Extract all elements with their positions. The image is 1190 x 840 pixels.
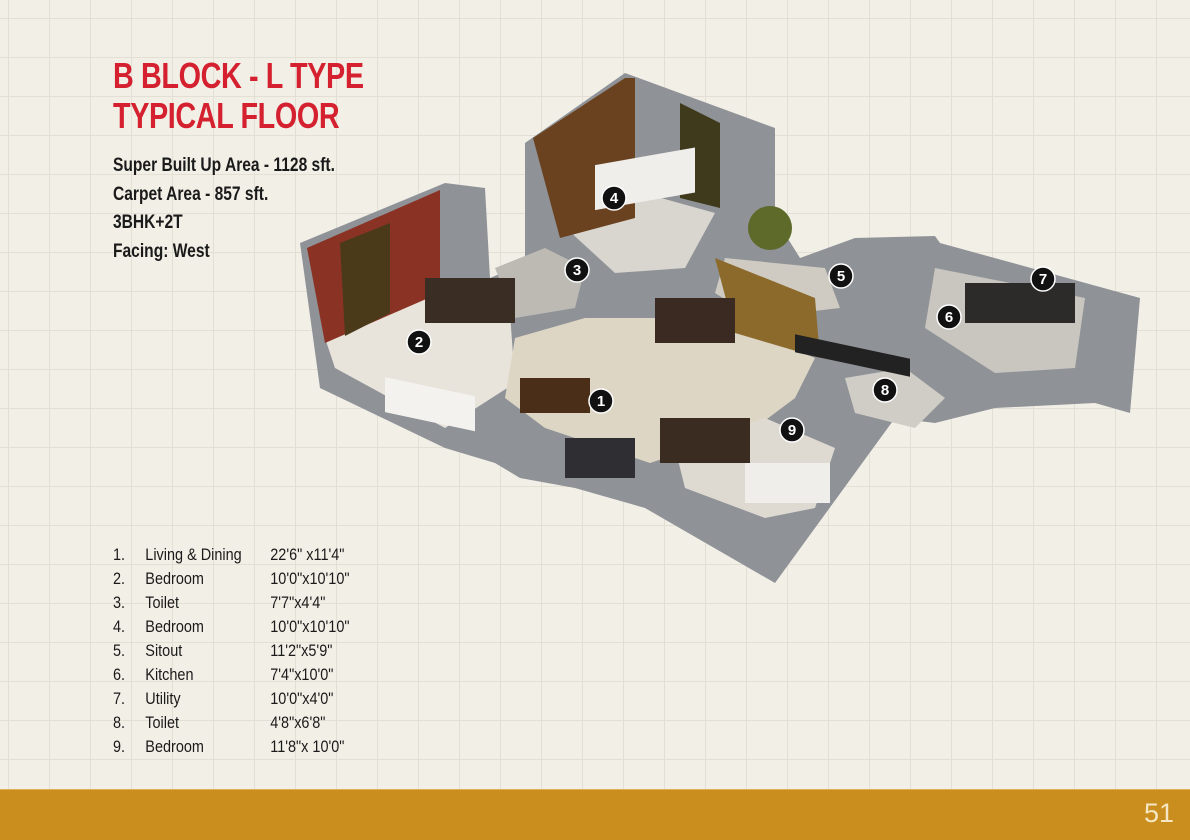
super-built-up-area: Super Built Up Area - 1128 sft.: [113, 155, 335, 176]
marker-label-8: 8: [881, 382, 889, 399]
footer-band: 51: [0, 789, 1190, 840]
carpet-area: Carpet Area - 857 sft.: [113, 183, 269, 205]
room-size: 10'0"x10'10": [270, 569, 350, 588]
room-name: Bedroom: [145, 617, 204, 636]
marker-label-3: 3: [573, 262, 581, 279]
marker-label-5: 5: [837, 268, 845, 285]
room-name: Toilet: [145, 593, 180, 612]
page-number: 51: [1143, 798, 1174, 828]
floor-plan-3d: 1 2 3 4 5 6 7 8 9: [300, 73, 1140, 583]
marker-1: [588, 388, 614, 414]
marker-label-7: 7: [1039, 271, 1047, 288]
marker-label-1: 1: [597, 393, 605, 410]
page-title: B BLOCK - L TYPE TYPICAL FLOOR: [113, 56, 364, 136]
room-name: Toilet: [145, 713, 180, 732]
room-number: 6.: [113, 665, 126, 684]
room-number: 1.: [113, 545, 126, 564]
dresser-2: [425, 278, 515, 323]
configuration: 3BHK+2T: [113, 212, 183, 233]
room-size: 7'4"x10'0": [270, 665, 334, 684]
room-size: 4'8"x6'8": [270, 713, 326, 732]
room-size: 22'6" x11'4": [270, 545, 345, 564]
room-row: 1. Living & Dining 22'6" x11'4": [113, 543, 350, 567]
marker-9: [779, 417, 805, 443]
sitout-railing: [795, 334, 910, 377]
room-row: 2. Bedroom 10'0"x10'10": [113, 567, 350, 591]
facing: Facing: West: [113, 240, 210, 262]
floor-toilet-3: [495, 248, 585, 318]
marker-label-2: 2: [415, 334, 423, 351]
room-row: 3. Toilet 7'7"x4'4": [113, 591, 350, 615]
room-number: 4.: [113, 617, 126, 636]
room-number: 7.: [113, 689, 126, 708]
spec-list: Super Built Up Area - 1128 sft. Carpet A…: [113, 152, 335, 266]
plant: [748, 206, 792, 250]
room-row: 8. Toilet 4'8"x6'8": [113, 711, 350, 735]
room-name: Bedroom: [145, 737, 204, 756]
room-size: 10'0"x10'10": [270, 617, 350, 636]
tv-unit: [520, 378, 590, 413]
room-row: 5. Sitout 11'2"x5'9": [113, 639, 350, 663]
marker-label-6: 6: [945, 309, 953, 326]
room-number: 5.: [113, 641, 126, 660]
room-row: 6. Kitchen 7'4"x10'0": [113, 663, 350, 687]
room-name: Sitout: [145, 641, 183, 660]
sofa-table: [565, 438, 635, 478]
room-name: Kitchen: [145, 665, 194, 684]
marker-label-4: 4: [610, 190, 619, 207]
marker-label-9: 9: [788, 422, 796, 439]
dining-table: [655, 298, 735, 343]
room-size: 11'2"x5'9": [270, 641, 333, 660]
bed-2: [385, 377, 475, 432]
marker-4: [601, 185, 627, 211]
room-name: Bedroom: [145, 569, 204, 588]
kitchen-counter: [965, 283, 1075, 323]
room-number: 9.: [113, 737, 126, 756]
room-number: 2.: [113, 569, 126, 588]
marker-3: [564, 257, 590, 283]
marker-2: [406, 329, 432, 355]
room-row: 7. Utility 10'0"x4'0": [113, 687, 350, 711]
room-number: 8.: [113, 713, 126, 732]
room-name: Living & Dining: [145, 545, 242, 564]
marker-8: [872, 377, 898, 403]
room-size: 10'0"x4'0": [270, 689, 334, 708]
room-row: 9. Bedroom 11'8"x 10'0": [113, 735, 350, 759]
title-line-1: B BLOCK - L TYPE: [113, 55, 364, 96]
wardrobe-9: [660, 418, 750, 463]
room-size: 11'8"x 10'0": [270, 737, 345, 756]
wall-ochre-dining: [715, 258, 820, 358]
curtain-bedroom-2: [340, 223, 390, 336]
marker-7: [1030, 266, 1056, 292]
room-list: 1. Living & Dining 22'6" x11'4" 2. Bedroom 1…: [113, 543, 350, 759]
floor-toilet-8: [845, 368, 945, 428]
room-size: 7'7"x4'4": [270, 593, 326, 612]
room-name: Utility: [145, 689, 181, 708]
marker-6: [936, 304, 962, 330]
title-line-2: TYPICAL FLOOR: [113, 95, 340, 136]
bed-9: [745, 463, 830, 503]
marker-5: [828, 263, 854, 289]
room-number: 3.: [113, 593, 126, 612]
room-row: 4. Bedroom 10'0"x10'10": [113, 615, 350, 639]
